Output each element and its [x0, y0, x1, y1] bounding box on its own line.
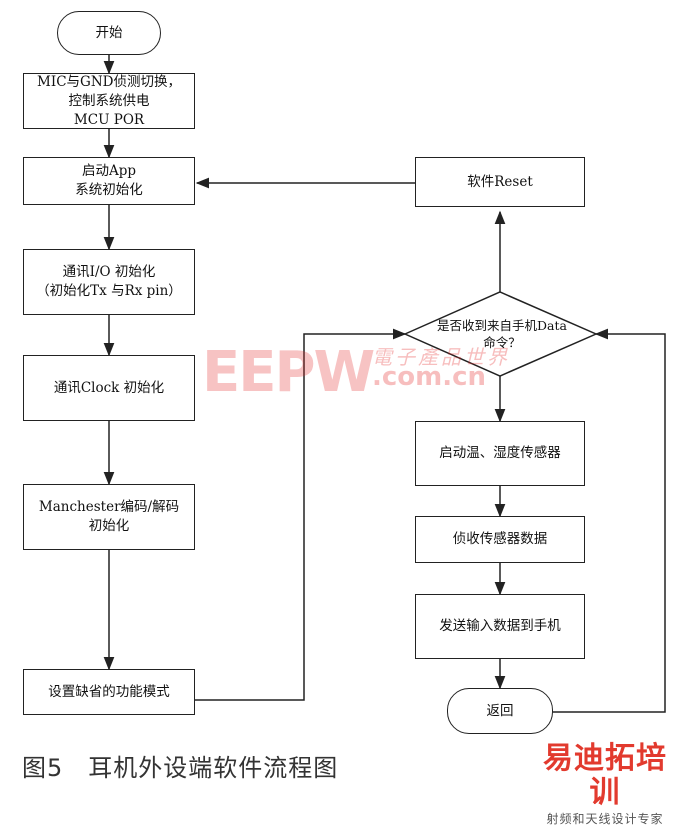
flowchart-connectors	[103, 55, 666, 713]
sensor-start-node: 启动温、湿度传感器	[415, 421, 585, 486]
codec-init-node: Manchester编码/解码 初始化	[23, 484, 195, 550]
reset-node: 软件Reset	[415, 157, 585, 207]
publisher-logo: 易迪拓培训 射频和天线设计专家	[530, 742, 680, 827]
send-data-node: 发送输入数据到手机	[415, 594, 585, 659]
watermark-cn-text: 電子產品世界	[372, 345, 510, 369]
sensor-read-node: 侦收传感器数据	[415, 516, 585, 563]
watermark-url: .com.cn	[372, 362, 487, 392]
decision-label: 是否收到来自手机Data 命令？	[437, 318, 567, 350]
io-init-node: 通讯I/O 初始化 （初始化Tx 与Rx pin）	[23, 249, 195, 315]
app-init-node: 启动App 系统初始化	[23, 157, 195, 205]
arrow-default-to-decision	[195, 328, 407, 701]
default-mode-node: 设置缺省的功能模式	[23, 669, 195, 715]
clock-init-node: 通讯Clock 初始化	[23, 355, 195, 421]
start-node: 开始	[57, 11, 161, 55]
decision-diamond	[403, 291, 598, 377]
watermark-eepw: EEPW	[202, 340, 375, 405]
figure-caption: 图5 耳机外设端软件流程图	[22, 754, 339, 782]
detect-node: MIC与GND侦测切换， 控制系统供电 MCU POR	[23, 73, 195, 129]
arrow-end-loop-to-decision	[553, 328, 666, 713]
logo-sub-text: 射频和天线设计专家	[546, 812, 664, 826]
end-node: 返回	[447, 688, 553, 734]
logo-main-text: 易迪拓培训	[543, 741, 667, 810]
